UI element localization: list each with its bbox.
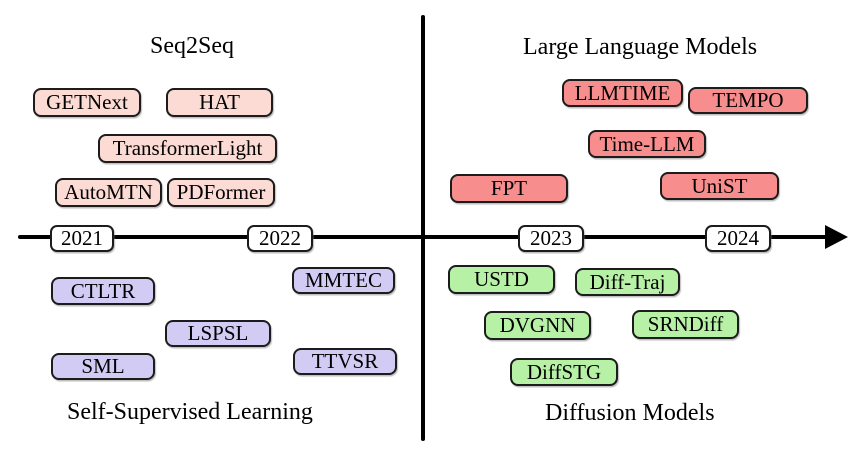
seq2seq-title: Seq2Seq [150,33,234,59]
model-box-srndiff: SRNDiff [632,310,739,339]
ssl-title: Self-Supervised Learning [67,399,313,425]
model-box-fpt: FPT [450,174,568,203]
vertical-divider-line [421,15,425,441]
model-box-hat: HAT [166,88,273,117]
model-box-unist: UniST [660,172,779,200]
model-box-ustd: USTD [448,265,555,294]
model-box-automtn: AutoMTN [55,178,162,207]
model-box-mmtec: MMTEC [292,267,395,294]
model-box-tempo: TEMPO [688,87,808,114]
timeline-axis-line [18,235,830,239]
model-box-lspsl: LSPSL [165,320,271,347]
model-box-dvgnn: DVGNN [484,311,591,340]
model-box-time-llm: Time-LLM [588,130,706,158]
model-box-diff-traj: Diff-Traj [575,268,680,296]
model-box-diffstg: DiffSTG [510,358,618,386]
model-box-transformerlight: TransformerLight [98,134,277,163]
model-box-ttvsr: TTVSR [293,348,397,375]
model-box-ctltr: CTLTR [51,277,155,305]
timeline-arrowhead-icon [825,225,848,249]
year-label-2021: 2021 [50,225,114,252]
model-box-pdformer: PDFormer [167,178,275,207]
model-box-getnext: GETNext [33,88,141,117]
model-box-llmtime: LLMTIME [562,79,683,107]
year-label-2023: 2023 [518,225,584,252]
model-box-sml: SML [51,353,155,380]
year-label-2022: 2022 [247,225,313,252]
llm-title: Large Language Models [523,34,758,60]
year-label-2024: 2024 [705,225,771,252]
diffusion-title: Diffusion Models [545,400,715,426]
